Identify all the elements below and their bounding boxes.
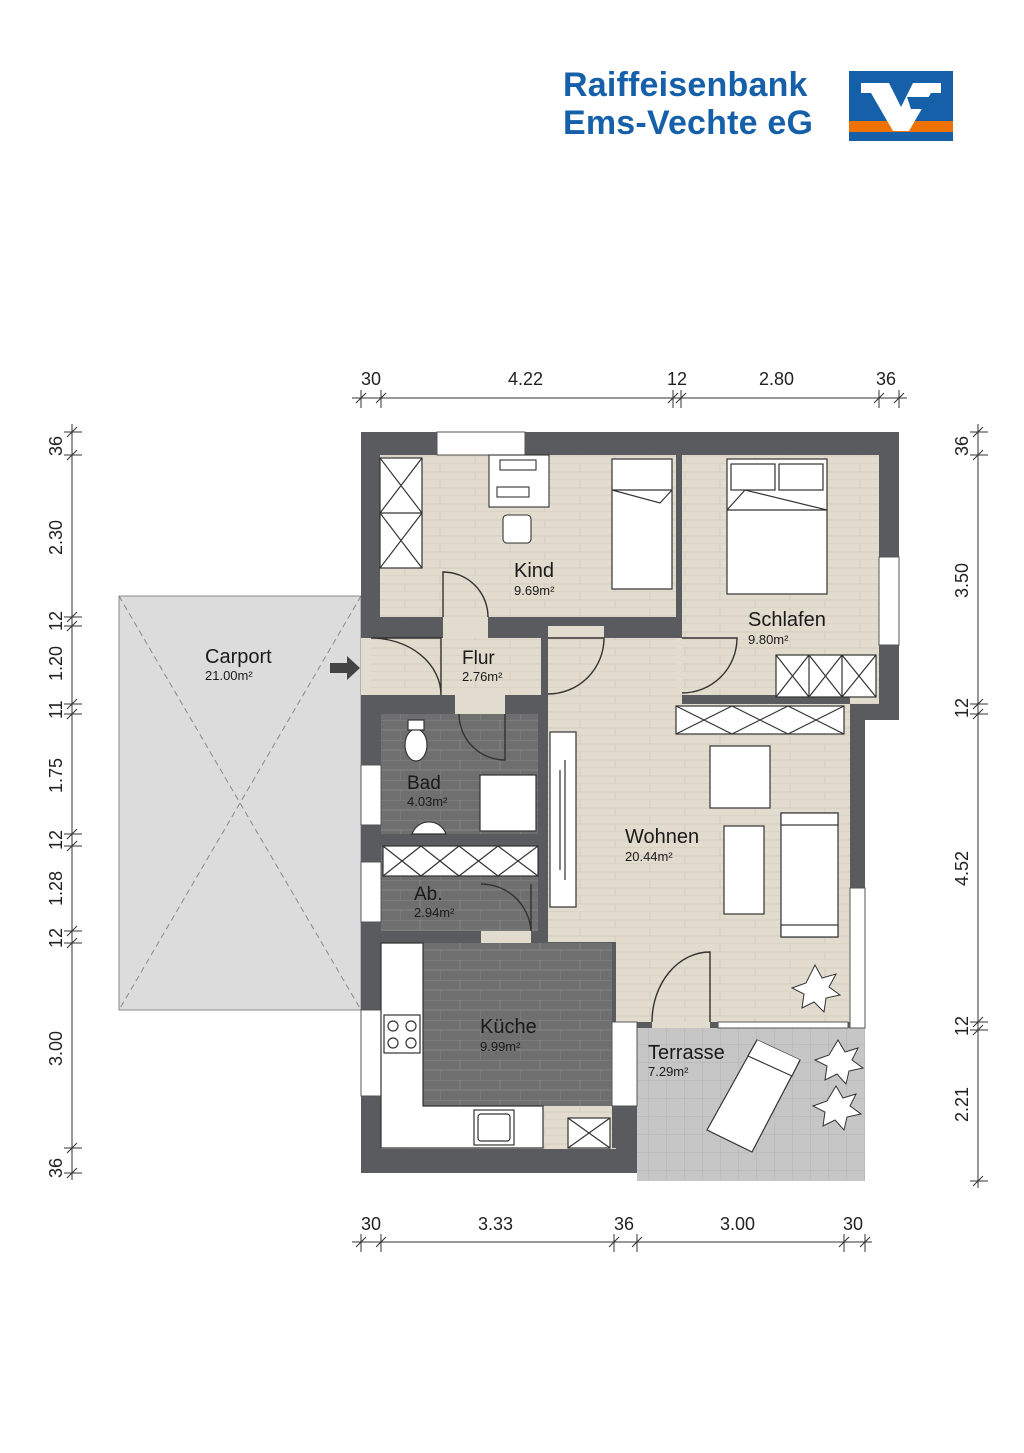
bad-area: 4.03m²	[407, 794, 448, 809]
dim-left-9: 12	[46, 928, 66, 948]
dim-left-6: 1.75	[46, 758, 66, 793]
dim-left-3: 12	[46, 611, 66, 631]
schlafen-label: Schlafen	[748, 609, 826, 631]
terrace-furniture	[706, 1039, 801, 1153]
flur-floor	[371, 638, 541, 695]
windows	[360, 431, 900, 1107]
carport	[118, 595, 362, 1011]
carport-area: 21.00m²	[205, 668, 253, 683]
kueche-label: Küche	[480, 1016, 537, 1038]
dim-left-2: 2.30	[46, 520, 66, 555]
dim-right-2: 3.50	[952, 563, 972, 598]
kueche-area: 9.99m²	[480, 1039, 521, 1054]
plant-icon	[790, 963, 865, 1132]
bank-name-line1: Raiffeisenbank	[563, 66, 808, 104]
kind-area: 9.69m²	[514, 583, 555, 598]
flur-label: Flur	[462, 648, 495, 669]
dim-right-1: 36	[952, 436, 972, 456]
dimension-lines	[64, 390, 988, 1252]
dim-top-2: 4.22	[508, 369, 543, 389]
volksbank-raiffeisen-logo-icon	[849, 71, 953, 141]
dim-left-7: 12	[46, 830, 66, 850]
kind-label: Kind	[514, 560, 554, 582]
dim-right-6: 2.21	[952, 1087, 972, 1122]
living-furniture	[549, 731, 839, 938]
dim-left-11: 36	[46, 1158, 66, 1178]
dim-right-5: 12	[952, 1016, 972, 1036]
kueche-floor	[423, 943, 612, 1147]
dim-right-4: 4.52	[952, 851, 972, 886]
bank-logo-text: Raiffeisenbank Ems-Vechte eG	[563, 66, 813, 142]
ab-area: 2.94m²	[414, 905, 455, 920]
ab-label: Ab.	[414, 884, 443, 905]
bank-name-line2: Ems-Vechte eG	[563, 104, 814, 142]
wardrobes	[379, 457, 877, 1149]
dim-left-1: 36	[46, 436, 66, 456]
dim-left-10: 3.00	[46, 1031, 66, 1066]
door-swings	[370, 571, 738, 1023]
dim-top-5: 36	[876, 369, 896, 389]
door-openings	[361, 617, 710, 1028]
dim-left-8: 1.28	[46, 871, 66, 906]
dim-top-1: 30	[361, 369, 381, 389]
dim-top-4: 2.80	[759, 369, 794, 389]
entrance-arrow-icon	[330, 656, 360, 680]
bath-fixtures	[404, 719, 537, 835]
terrasse-area: 7.29m²	[648, 1064, 689, 1079]
terrasse-label: Terrasse	[648, 1042, 725, 1064]
kitchen-counters	[380, 942, 544, 1149]
dim-left-5: 11	[46, 700, 66, 719]
carport-label: Carport	[205, 646, 272, 668]
flur-area: 2.76m²	[462, 669, 503, 684]
dim-bottom-2: 3.33	[478, 1214, 513, 1234]
dim-bottom-3: 36	[614, 1214, 634, 1234]
bad-label: Bad	[407, 773, 441, 794]
wohnen-area: 20.44m²	[625, 849, 673, 864]
beds	[611, 458, 828, 595]
dim-bottom-4: 3.00	[720, 1214, 755, 1234]
dim-left-4: 1.20	[46, 646, 66, 681]
schlafen-area: 9.80m²	[748, 632, 789, 647]
dim-bottom-5: 30	[843, 1214, 863, 1234]
desk	[488, 454, 550, 544]
room-labels: Kind 9.69m² Schlafen 9.80m² Flur 2.76m² …	[205, 560, 826, 1079]
wohnen-label: Wohnen	[625, 826, 699, 848]
dim-top-3: 12	[667, 369, 687, 389]
dim-bottom-1: 30	[361, 1214, 381, 1234]
dim-right-3: 12	[952, 698, 972, 718]
dimension-labels: 30 4.22 12 2.80 36 30 3.33 36 3.00 30 36…	[46, 369, 972, 1234]
